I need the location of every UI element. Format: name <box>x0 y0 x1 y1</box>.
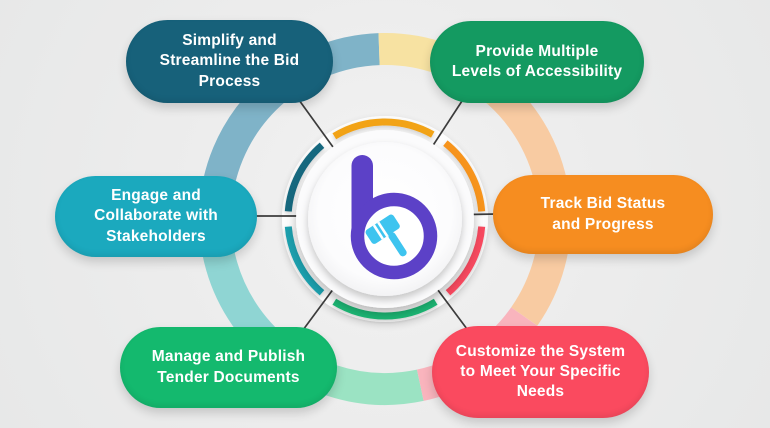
gavel-head-slit-1 <box>372 224 384 240</box>
gavel-head-slit-2 <box>377 221 389 237</box>
pill-manage-tender-documents: Manage and Publish Tender Documents <box>120 327 337 408</box>
inner-ring-segment-southeast <box>445 226 486 296</box>
pill-label: Engage and Collaborate with Stakeholders <box>94 187 218 245</box>
pill-label: Provide Multiple Levels of Accessibility <box>451 42 623 80</box>
inner-ring-segment-northwest <box>284 142 325 212</box>
pill-track-bid-status: Track Bid Status and Progress <box>493 175 713 254</box>
inner-ring <box>284 118 486 320</box>
gavel-handle <box>388 232 407 257</box>
pill-provide-accessibility: Provide Multiple Levels of Accessibility <box>430 21 644 103</box>
gavel-icon <box>365 214 407 257</box>
pill-label: Customize the System to Meet Your Specif… <box>455 342 626 401</box>
inner-ring-segment-northeast <box>443 140 486 212</box>
pill-label: Simplify and Streamline the Bid Process <box>159 32 300 90</box>
pill-simplify-bid-process: Simplify and Streamline the Bid Process <box>126 20 333 103</box>
brand-logo <box>350 155 438 280</box>
inner-ring-segment-south <box>332 298 438 320</box>
inner-ring-segment-southwest <box>284 226 325 296</box>
pill-customize-system: Customize the System to Meet Your Specif… <box>432 326 649 418</box>
outer-ring-segment-bottom-mint <box>327 365 424 405</box>
pill-engage-stakeholders: Engage and Collaborate with Stakeholders <box>55 176 257 257</box>
pill-label: Manage and Publish Tender Documents <box>151 348 306 386</box>
pill-label: Track Bid Status and Progress <box>540 195 666 233</box>
inner-ring-segment-north <box>332 118 435 140</box>
